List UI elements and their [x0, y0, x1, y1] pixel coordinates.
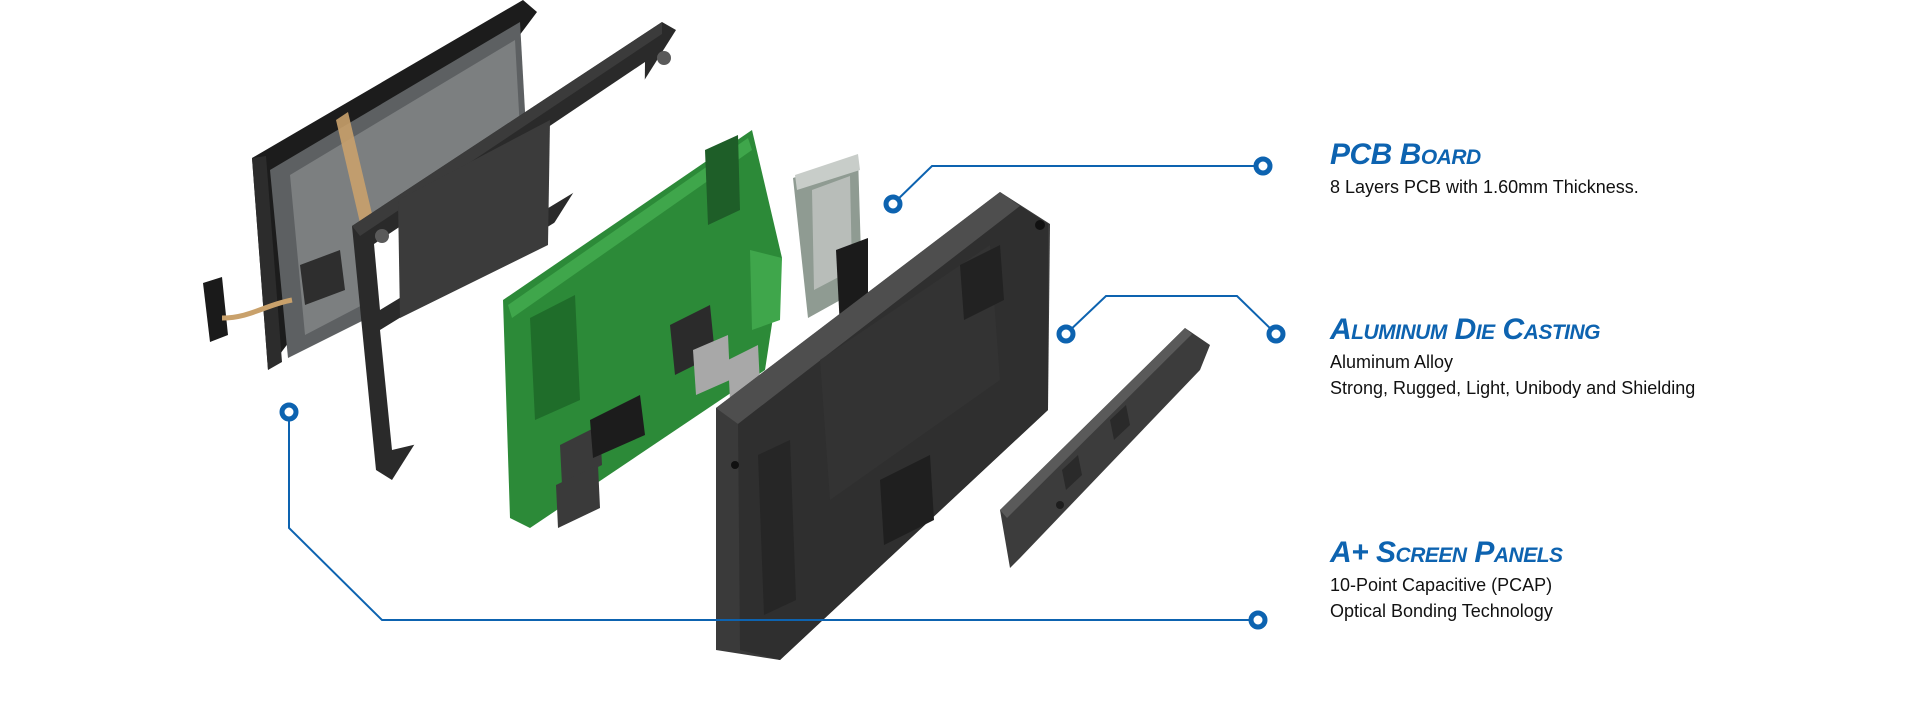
feature-desc-line: Optical Bonding Technology	[1330, 601, 1553, 621]
callout-line-screen	[279, 402, 1268, 630]
feature-title: PCB Board	[1330, 138, 1481, 171]
screen-panel	[203, 0, 537, 370]
callout-dot	[1266, 324, 1286, 344]
callout-line-pcb	[883, 156, 1273, 214]
callout-dot	[279, 402, 299, 422]
callout-dot	[1253, 156, 1273, 176]
feature-screen-panels: A+ Screen Panels 10-Point Capacitive (PC…	[1330, 534, 1563, 624]
pcb-board	[503, 130, 782, 528]
aluminum-housing	[716, 192, 1050, 660]
feature-desc-line: 10-Point Capacitive (PCAP)	[1330, 575, 1553, 595]
callout-dot	[1056, 324, 1076, 344]
feature-desc-line: 8 Layers PCB with 1.60mm Thickness.	[1330, 177, 1639, 197]
daughter-module	[793, 154, 868, 328]
feature-pcb-board: PCB Board 8 Layers PCB with 1.60mm Thick…	[1330, 136, 1639, 200]
side-cover	[1000, 328, 1210, 568]
callout-line-aluminum	[1056, 295, 1286, 344]
feature-title: A+ Screen Panels	[1330, 536, 1563, 569]
callout-dot	[883, 194, 903, 214]
feature-desc-line: Strong, Rugged, Light, Unibody and Shiel…	[1330, 378, 1696, 398]
feature-aluminum-die-casting: Aluminum Die Casting Aluminum Alloy Stro…	[1330, 311, 1695, 401]
feature-desc-line: Aluminum Alloy	[1330, 352, 1454, 372]
callout-dot	[1248, 610, 1268, 630]
feature-title: Aluminum Die Casting	[1330, 313, 1601, 346]
